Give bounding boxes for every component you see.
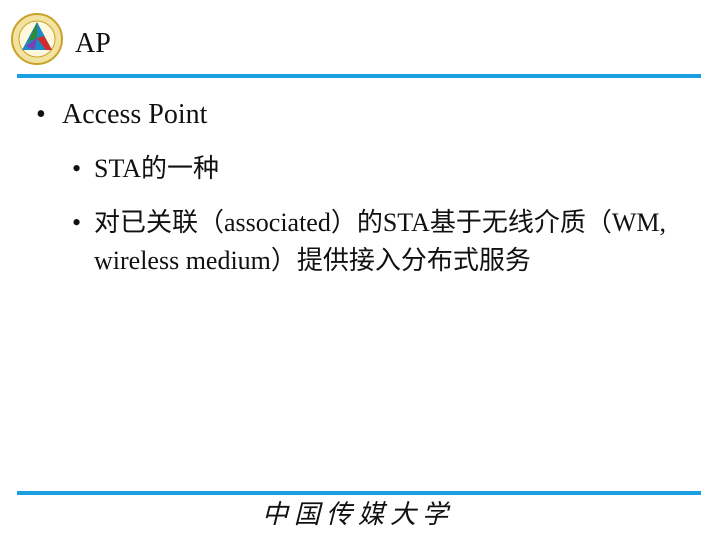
university-name: 中国传媒大学: [262, 500, 455, 530]
university-logo: [11, 13, 63, 65]
bullet-dot-icon: •: [72, 154, 82, 183]
footer-divider: [17, 491, 701, 495]
bullet-item-level2: • 对已关联（associated）的STA基于无线介质（WM, wireles…: [72, 204, 712, 280]
header-divider: [17, 74, 701, 78]
bullet-text: 对已关联（associated）的STA基于无线介质（WM, wireless …: [94, 208, 667, 275]
bullet-text: STA的一种: [94, 154, 220, 183]
bullet-item-level1: • Access Point: [36, 96, 207, 134]
bullet-dot-icon: •: [72, 208, 82, 237]
slide-title: AP: [75, 28, 111, 59]
bullet-text: Access Point: [62, 99, 208, 130]
bullet-dot-icon: •: [36, 99, 46, 130]
bullet-item-level2: • STA的一种: [72, 150, 712, 188]
